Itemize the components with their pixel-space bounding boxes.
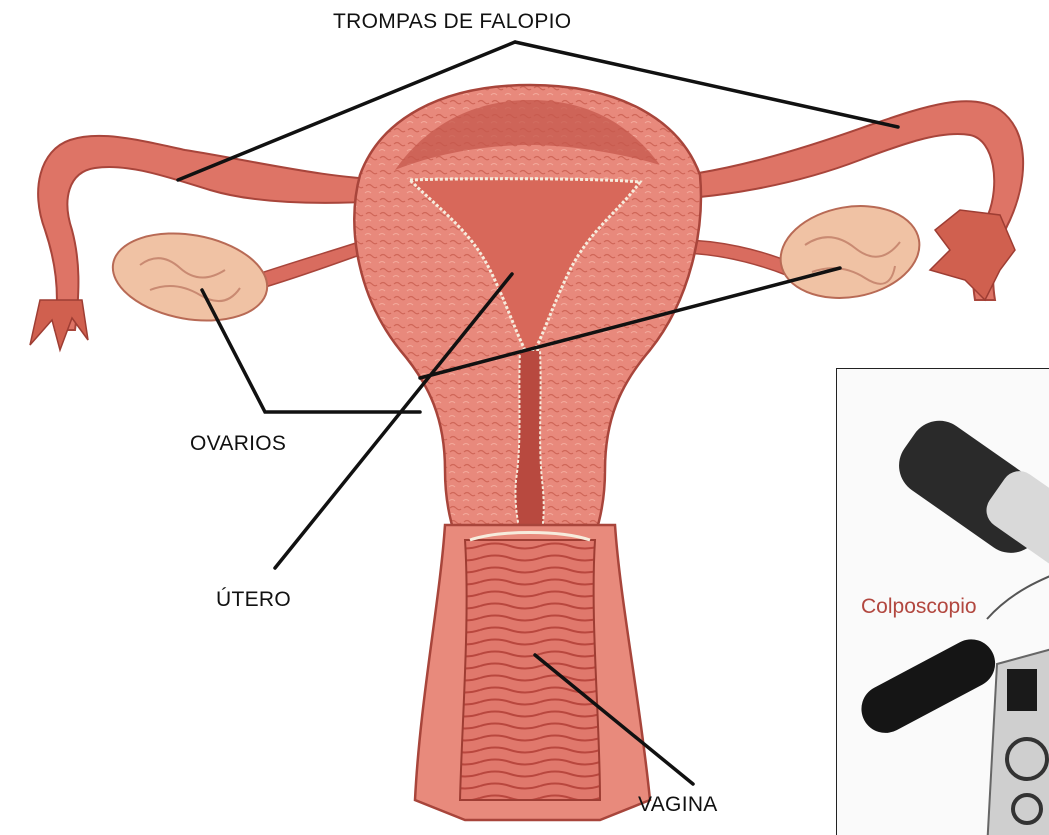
left-ovary [106, 222, 274, 332]
cervical-canal [515, 350, 543, 540]
label-ovarios: OVARIOS [190, 432, 286, 456]
left-fimbriae [30, 300, 88, 350]
label-colposcopio: Colposcopio [861, 595, 977, 619]
label-utero: ÚTERO [216, 588, 291, 612]
label-trompas-de-falopio: TROMPAS DE FALOPIO [333, 10, 571, 34]
right-fimbriae [930, 210, 1015, 300]
vaginal-canal [460, 540, 600, 800]
colposcope-handle [853, 631, 1004, 741]
colposcope-inset: Colposcopio [836, 368, 1049, 835]
label-vagina: VAGINA [638, 793, 718, 817]
right-ovary [773, 196, 927, 309]
left-ovarian-ligament [255, 240, 368, 288]
